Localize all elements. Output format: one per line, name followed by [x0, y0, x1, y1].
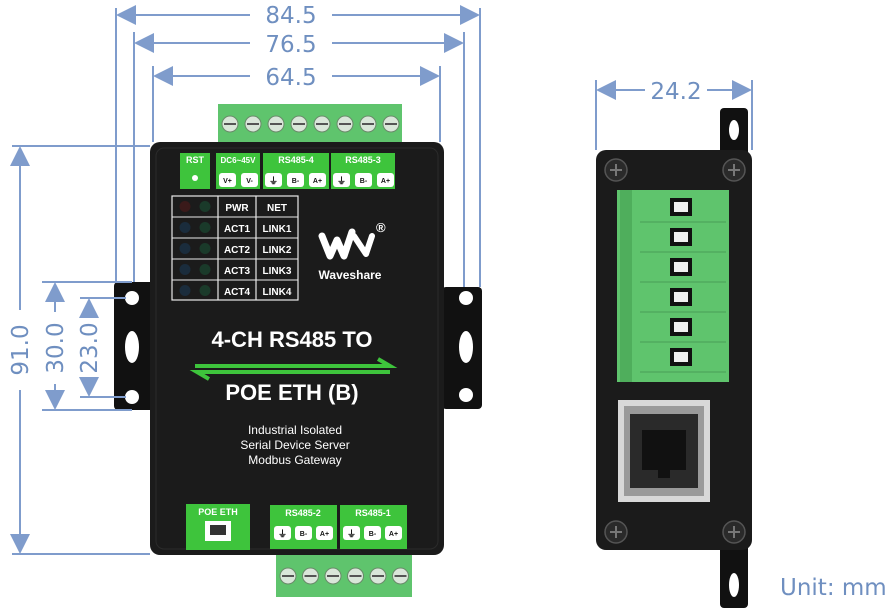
status-led-icon [179, 222, 191, 233]
ground-icon: ⏚ [269, 176, 278, 186]
front-view: RST DC6~45V V+ V- RS485-4 ⏚ B- A+ RS485-… [114, 104, 482, 597]
side-ethernet-jack[interactable] [618, 400, 710, 502]
front-dimensions: 84.5 76.5 64.5 91.0 30.0 23.0 [8, 3, 481, 555]
status-led-icon [179, 264, 191, 275]
rs485-4-pin-b: B- [292, 178, 300, 185]
terminal-slot-icon [640, 198, 726, 223]
status-led-icon [199, 222, 211, 233]
dim-height-total: 91.0 [8, 324, 34, 375]
bidirectional-arrow-icon [189, 357, 398, 381]
side-view [596, 108, 752, 608]
side-dimensions: 24.2 [595, 79, 753, 150]
screw-icon [722, 520, 746, 544]
terminal-slot-icon [640, 258, 726, 283]
led-label-right: LINK1 [263, 224, 292, 235]
dim-width-outer: 84.5 [265, 3, 316, 29]
terminal-slot-icon [640, 348, 726, 373]
ground-icon: ⏚ [278, 529, 287, 539]
status-led-icon [199, 285, 211, 296]
led-label-left: ACT1 [224, 224, 251, 235]
rs485-1-header: RS485-1 [355, 508, 391, 518]
dim-hole-outer: 30.0 [43, 322, 69, 373]
dim-depth: 24.2 [650, 79, 701, 105]
screw-icon [604, 520, 628, 544]
brand-name: Waveshare [319, 268, 382, 282]
rs485-4-pin-a: A+ [313, 178, 322, 185]
rs485-3-pin-a: A+ [381, 178, 390, 185]
top-terminal-block [218, 104, 402, 144]
led-label-left: ACT4 [224, 287, 251, 298]
terminal-screw-icon [336, 115, 354, 133]
led-label-right: LINK4 [263, 287, 292, 298]
desc-line1: Industrial Isolated [248, 423, 342, 437]
registered-mark: ® [376, 220, 386, 235]
power-pin-vminus: V- [246, 178, 253, 185]
unit-label: Unit: mm [780, 575, 887, 601]
terminal-screw-icon [324, 567, 342, 585]
terminal-screw-icon [290, 115, 308, 133]
led-label-right: LINK2 [263, 245, 292, 256]
rs485-4-header: RS485-4 [278, 155, 314, 165]
rst-label-box [180, 153, 210, 189]
terminal-screw-icon [221, 115, 239, 133]
ground-icon: ⏚ [347, 529, 356, 539]
led-label-left: ACT2 [224, 245, 251, 256]
terminal-screw-icon [279, 567, 297, 585]
terminal-slot-icon [640, 228, 726, 253]
rst-button[interactable] [192, 175, 198, 181]
rs485-2-pin-b: B- [300, 531, 308, 538]
poe-eth-label: POE ETH [198, 507, 238, 517]
ground-icon: ⏚ [337, 176, 346, 186]
desc-line3: Modbus Gateway [248, 453, 341, 467]
waveshare-logo: ® Waveshare [318, 220, 386, 282]
terminal-slot-icon [640, 318, 726, 343]
terminal-screw-icon [313, 115, 331, 133]
rs485-2-pin-a: A+ [320, 531, 329, 538]
terminal-slot-icon [640, 288, 726, 313]
rs485-3-pin-b: B- [360, 178, 368, 185]
rst-label: RST [186, 155, 205, 165]
power-header: DC6~45V [221, 156, 257, 165]
rs485-3-header: RS485-3 [345, 155, 381, 165]
status-led-icon [199, 201, 211, 212]
dim-width-mid: 76.5 [265, 32, 316, 58]
led-label-left: ACT3 [224, 266, 251, 277]
led-label-right: LINK3 [263, 266, 292, 277]
product-title-line1: 4-CH RS485 TO [212, 327, 373, 352]
terminal-screw-icon [359, 115, 377, 133]
led-label-right: NET [267, 203, 287, 214]
terminal-screw-icon [382, 115, 400, 133]
terminal-screw-icon [267, 115, 285, 133]
screw-icon [722, 158, 746, 182]
terminal-screw-icon [347, 567, 364, 585]
status-led-icon [179, 243, 191, 254]
product-title-line2: POE ETH (B) [225, 380, 358, 405]
status-led-icon [199, 243, 211, 254]
rs485-1-pin-a: A+ [389, 531, 398, 538]
rs485-2-header: RS485-2 [285, 508, 321, 518]
status-led-icon [179, 285, 191, 296]
dim-width-inner: 64.5 [265, 65, 316, 91]
dim-hole-inner: 23.0 [77, 322, 103, 373]
rs485-1-pin-b: B- [369, 531, 377, 538]
bottom-terminal-block [276, 551, 412, 597]
screw-icon [604, 158, 628, 182]
terminal-screw-icon [302, 567, 319, 585]
terminal-screw-icon [392, 567, 409, 585]
terminal-screw-icon [369, 567, 387, 585]
terminal-screw-icon [244, 115, 262, 133]
power-pin-vplus: V+ [223, 178, 232, 185]
led-label-left: PWR [225, 203, 249, 214]
status-led-icon [199, 264, 211, 275]
desc-line2: Serial Device Server [240, 438, 349, 452]
status-led-icon [179, 201, 191, 212]
